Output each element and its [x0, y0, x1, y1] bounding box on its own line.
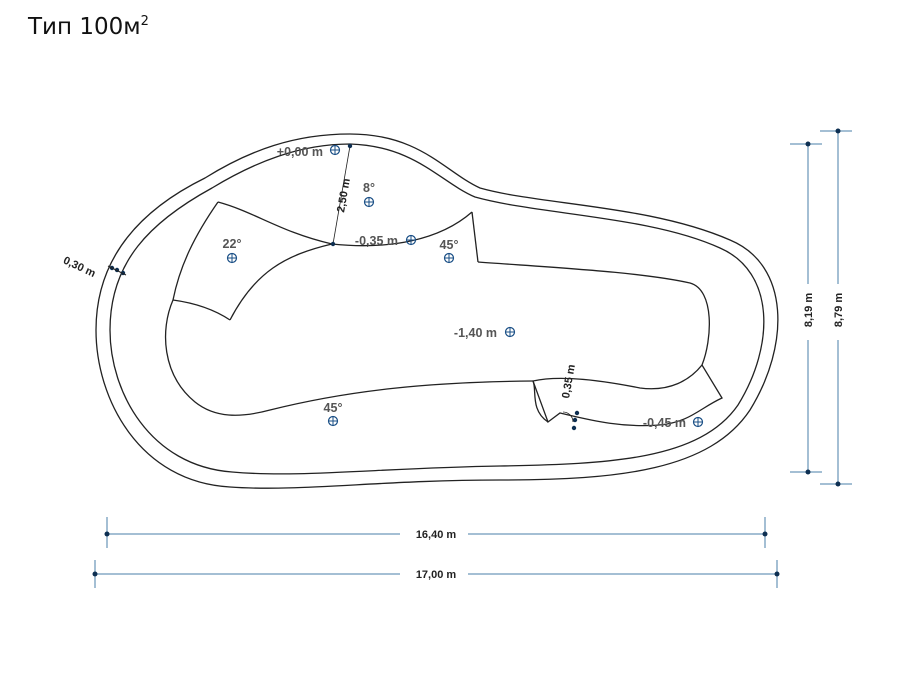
inner-length-right-dot	[762, 531, 768, 537]
right-step-angle-arc	[562, 411, 574, 423]
right-step-inner	[532, 380, 549, 423]
right-step-dot-3	[571, 425, 577, 431]
outer-width-label: 8,79 m	[833, 293, 845, 327]
inner-length-label: 16,40 m	[416, 529, 457, 541]
outer-width-label-bg	[830, 284, 846, 340]
title-superscript: 2	[140, 14, 149, 29]
inner-length-label-bg	[400, 526, 468, 542]
outer-length-left-dot	[92, 571, 98, 577]
angle-label-22: 22°	[223, 237, 242, 251]
angle-label-45-lower: 45°	[324, 401, 343, 415]
upper-step-front-lower	[172, 299, 231, 321]
step-width-bottom-dot	[330, 241, 336, 247]
depth-label-step: -0,35 m	[355, 234, 398, 248]
inner-length-left-dot	[104, 531, 110, 537]
inner-width-bottom-dot	[805, 469, 811, 475]
angle-label-45-upper: 45°	[440, 238, 459, 252]
depth-label-top: +0,00 m	[277, 145, 323, 159]
upper-step-left-wall	[172, 201, 219, 301]
right-step-width-label: 0,35 m	[560, 363, 578, 399]
wall-thickness-label: 0,30 m	[61, 255, 97, 280]
angle-label-8: 8°	[363, 181, 375, 195]
outer-length-right-dot	[774, 571, 780, 577]
right-step-dot-2	[572, 417, 578, 423]
step-width-top-dot	[347, 143, 353, 149]
right-step-dot-1	[574, 410, 580, 416]
outer-length-label: 17,00 m	[416, 569, 457, 581]
wall-dim-line	[107, 265, 127, 276]
step-width-dim-line	[332, 145, 351, 245]
outer-length-label-bg	[400, 566, 468, 582]
upper-step-right-wall	[471, 211, 479, 263]
main-floor-outline	[164, 261, 710, 416]
inner-width-label-bg	[800, 284, 816, 340]
outer-width-bottom-dot	[835, 481, 841, 487]
depth-label-right-step: -0,45 m	[643, 416, 686, 430]
title-text: Тип 100м	[28, 14, 141, 40]
outer-width-top-dot	[835, 128, 841, 134]
depth-label-main: -1,40 m	[454, 326, 497, 340]
upper-step-front	[229, 243, 333, 321]
pool-outer-outline	[95, 133, 779, 489]
pool-inner-outline	[109, 143, 765, 475]
page-title: Тип 100м2	[28, 14, 149, 40]
right-step-outline	[532, 363, 723, 427]
inner-width-label: 8,19 m	[803, 293, 815, 327]
inner-width-top-dot	[805, 141, 811, 147]
step-width-label: 2,50 m	[335, 177, 353, 213]
